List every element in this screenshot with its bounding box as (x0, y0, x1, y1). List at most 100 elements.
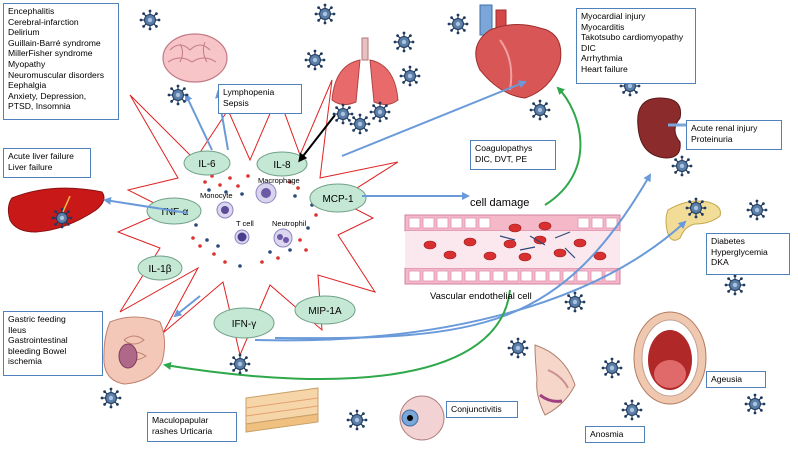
neuro-item: MillerFisher syndrome (8, 48, 93, 59)
arrow-to-intestine (173, 295, 201, 318)
neuro-item: Neuromuscular disorders (8, 69, 104, 80)
ifn-gamma-ellipse (213, 307, 275, 339)
coagulopathy-item: DIC, DVT, PE (475, 153, 528, 164)
damage-arrows (163, 86, 582, 380)
arrow-to-heart (341, 80, 527, 157)
diabetes-box: Diabetes Hyperglycemia DKA (706, 233, 790, 275)
heart-icon (475, 4, 562, 99)
cardiac-item: Myocarditis (581, 21, 625, 32)
vascular-endothelial-label: Vascular endothelial cell (430, 291, 532, 302)
virus-icon (393, 31, 415, 54)
virus-icon (349, 112, 371, 135)
diabetes-item: Hyperglycemia (711, 246, 768, 257)
cytokine-storm-burst (116, 79, 399, 357)
virus-icon (447, 13, 469, 36)
neuro-item: Guillain-Barré syndrome (8, 37, 101, 48)
anosmia-item: Anosmia (590, 429, 624, 439)
arrow-damage-to-heart (544, 86, 582, 206)
skin-icon (245, 387, 319, 433)
mip1a-label: MIP-1A (308, 306, 342, 317)
t-cell-label: T cell (236, 219, 254, 228)
nose-icon (534, 344, 576, 416)
virus-icon (507, 337, 530, 359)
neutrophil-label: Neutrophil (272, 219, 307, 228)
pancreas-icon (665, 200, 721, 241)
coagulopathy-item: Coagulopathys (475, 143, 533, 153)
renal-item: Proteinuria (691, 133, 733, 144)
arrow-to-liver (103, 196, 189, 214)
gastrointestinal-box: Gastric feeding Ileus Gastrointestinal b… (3, 311, 103, 376)
cardiac-item: Arrhythmia (581, 53, 623, 64)
diabetes-item: DKA (711, 257, 729, 268)
neutrophil-cell (273, 228, 293, 248)
virus-icon (314, 3, 336, 25)
vascular-endothelium-icon (404, 214, 621, 285)
mcp1-ellipse (309, 183, 367, 213)
ageusia-item: Ageusia (711, 374, 743, 384)
renal-box: Acute renal injury Proteinuria (686, 120, 782, 150)
renal-item: Acute renal injury (691, 123, 758, 133)
skin-item: Maculopapular (152, 415, 209, 425)
conjunctivitis-item: Conjunctivitis (451, 404, 502, 414)
neuro-item: Eephalgia (8, 80, 47, 91)
virus-icon (167, 83, 189, 107)
liver-item: Liver failure (8, 161, 53, 172)
monocyte-cell (216, 201, 234, 219)
virus-icon (346, 409, 368, 431)
virus-icon (528, 98, 552, 122)
gastrointestinal-item: Gastrointestinal (8, 335, 68, 346)
virus-icon (743, 393, 767, 415)
virus-icon (684, 197, 708, 219)
tnf-alpha-label: TNF-α (160, 207, 189, 218)
neuro-item: PTSD, Insomnia (8, 101, 71, 112)
cardiac-box: Myocardial injury Myocarditis Takotsubo … (576, 8, 696, 84)
macrophage-cell (255, 182, 277, 204)
arrow-damage-to-intestine (163, 289, 511, 380)
cardiac-item: Heart failure (581, 63, 628, 74)
kidney-icon (637, 97, 688, 159)
macrophage-label: Macrophage (258, 176, 300, 185)
il8-label: IL-8 (273, 160, 291, 171)
cardiac-item: DIC (581, 42, 596, 53)
intestine-icon (103, 316, 166, 385)
liver-icon (7, 187, 105, 233)
il8-ellipse (256, 151, 308, 177)
arrow-to-brain (184, 93, 213, 151)
mip1a-ellipse (294, 295, 356, 325)
virus-icon (399, 64, 421, 88)
coagulopathy-box: Coagulopathys DIC, DVT, PE (470, 140, 556, 170)
virus-icon (304, 48, 326, 72)
il6-label: IL-6 (198, 159, 216, 170)
skin-box: Maculopapular rashes Urticaria (147, 412, 237, 442)
virus-icon (229, 353, 251, 375)
ageusia-box: Ageusia (706, 371, 766, 388)
lymphopenia-item: Sepsis (223, 97, 249, 108)
cardiac-item: Takotsubo cardiomyopathy (581, 32, 684, 43)
il6-ellipse (183, 150, 231, 176)
virus-icon (723, 274, 747, 296)
virus-icon (745, 199, 769, 221)
il1-beta-ellipse (137, 255, 183, 281)
neuro-item: Cerebral-infarction (8, 16, 79, 27)
skin-item: rashes Urticaria (152, 425, 213, 436)
cell-damage-label: cell damage (470, 197, 529, 209)
brain-icon (162, 33, 228, 83)
eye-icon (399, 395, 445, 441)
anosmia-box: Anosmia (585, 426, 645, 443)
lymphopenia-item: Lymphopenia (223, 87, 275, 97)
liver-item: Acute liver failure (8, 151, 74, 161)
gastrointestinal-item: ischemia (8, 356, 42, 367)
arrow-lungs-to-storm (298, 114, 336, 163)
virus-icon (139, 9, 161, 31)
neuro-item: Encephalitis (8, 6, 55, 16)
arrow-to-pancreas (254, 220, 687, 342)
cytokine-dots (186, 174, 318, 268)
conjunctivitis-box: Conjunctivitis (446, 401, 518, 418)
virus-icon (50, 207, 74, 229)
t-cell (234, 229, 250, 245)
neuro-item: Delirium (8, 27, 40, 38)
liver-box: Acute liver failure Liver failure (3, 148, 91, 178)
lymphopenia-box: Lymphopenia Sepsis (218, 84, 302, 114)
virus-icon (369, 100, 391, 124)
